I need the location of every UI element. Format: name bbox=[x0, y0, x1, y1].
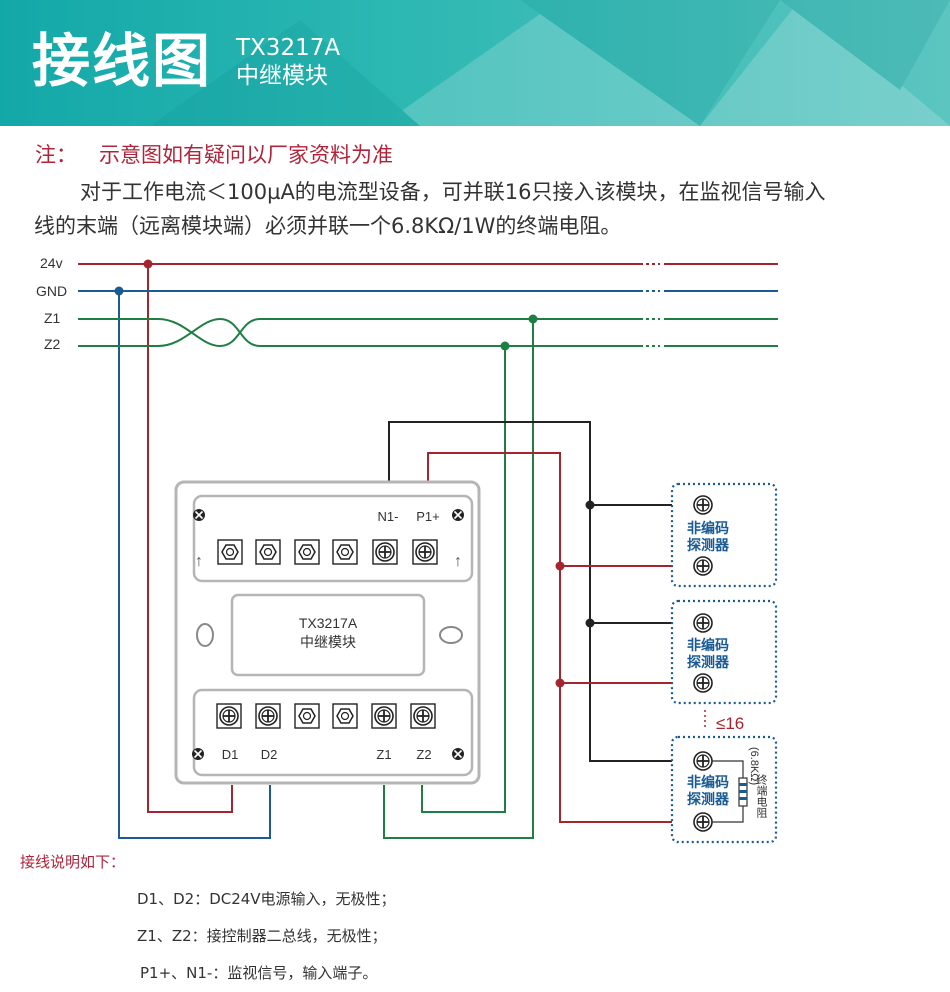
note: 注： 示意图如有疑问以厂家资料为准 bbox=[35, 141, 393, 169]
module-name-label: 中继模块 bbox=[300, 634, 356, 650]
mount-hole-right bbox=[439, 626, 463, 644]
junction-dot-gnd bbox=[114, 286, 124, 296]
detector-3: 非编码 探测器 (6.8KΩ) 终端电阻 bbox=[670, 735, 778, 844]
screw-icon bbox=[693, 751, 713, 771]
detector-1: 非编码 探测器 bbox=[670, 482, 778, 588]
wiring-item-power: D1、D2：DC24V电源输入，无极性； bbox=[137, 890, 396, 908]
wiring-diagram: 24v GND Z1 Z2 bbox=[36, 255, 778, 844]
wiring-item-bus: Z1、Z2：接控制器二总线，无极性； bbox=[137, 927, 387, 945]
wiring-item-signal: P1+、N1-：监视信号，输入端子。 bbox=[140, 964, 378, 982]
bus-label-gnd: GND bbox=[36, 283, 67, 299]
page-title: 接线图 bbox=[32, 27, 213, 95]
screw-icon bbox=[693, 495, 713, 515]
junction-dot-n1-1 bbox=[585, 500, 595, 510]
junction-dot-24v bbox=[143, 259, 153, 269]
detector-2: 非编码 探测器 bbox=[670, 599, 778, 705]
detector-label: 探测器 bbox=[687, 791, 730, 807]
resistor-value-label: (6.8KΩ) bbox=[748, 747, 760, 785]
bus-line-z1-z2 bbox=[78, 317, 778, 839]
detector-label: 探测器 bbox=[687, 654, 730, 670]
junction-dot-p1-2 bbox=[555, 678, 565, 688]
detector-label: 非编码 bbox=[687, 774, 729, 790]
wiring-title: 接线说明如下： bbox=[20, 853, 126, 871]
bus-label-z1: Z1 bbox=[44, 310, 61, 326]
detector-label: 非编码 bbox=[687, 520, 729, 536]
junction-dot-p1-1 bbox=[555, 561, 565, 571]
description-line-2: 线的末端（远离模块端）必须并联一个6.8KΩ/1W的终端电阻。 bbox=[34, 214, 622, 238]
detector-label: 探测器 bbox=[687, 537, 730, 553]
screw-icon bbox=[191, 747, 205, 761]
terminal-label-d2: D2 bbox=[261, 747, 278, 762]
module-model-label: TX3217A bbox=[299, 615, 358, 631]
terminal-label-n1: N1- bbox=[378, 509, 399, 524]
header-banner: 接线图 TX3217A 中继模块 bbox=[0, 0, 950, 126]
screw-icon bbox=[451, 508, 465, 522]
screw-icon bbox=[192, 508, 206, 522]
screw-icon bbox=[693, 556, 713, 576]
arrow-up-icon: ↑ bbox=[195, 553, 203, 570]
junction-dot-z2 bbox=[500, 341, 510, 351]
screw-icon bbox=[693, 613, 713, 633]
bus-line-24v bbox=[78, 263, 778, 813]
note-label: 注： bbox=[35, 143, 77, 167]
mount-hole-left bbox=[196, 623, 214, 647]
max-count-label: ≤16 bbox=[716, 714, 744, 733]
bus-line-gnd bbox=[78, 290, 778, 839]
bus-label-24v: 24v bbox=[40, 255, 63, 271]
relay-module: TX3217A 中继模块 N1- P1+ ↑ ↑ D1 bbox=[174, 480, 481, 785]
description-paragraph: 对于工作电流＜100µA的电流型设备，可并联16只接入该模块，在监视信号输入 线… bbox=[34, 175, 934, 243]
resistor-label: 终端电阻 bbox=[755, 773, 768, 819]
junction-dot-n1-2 bbox=[585, 618, 595, 628]
signal-wire-p1 bbox=[427, 452, 690, 823]
terminal-label-z1: Z1 bbox=[376, 747, 391, 762]
arrow-up-icon: ↑ bbox=[454, 553, 462, 570]
note-text: 示意图如有疑问以厂家资料为准 bbox=[99, 143, 393, 167]
junction-dot-z1 bbox=[528, 314, 538, 324]
bus-label-z2: Z2 bbox=[44, 336, 61, 352]
header-product-name: 中继模块 bbox=[236, 63, 328, 89]
header-decoration bbox=[150, 0, 950, 126]
description-line-1: 对于工作电流＜100µA的电流型设备，可并联16只接入该模块，在监视信号输入 bbox=[80, 180, 826, 204]
header-model: TX3217A bbox=[236, 35, 341, 61]
detector-label: 非编码 bbox=[687, 637, 729, 653]
screw-icon bbox=[693, 673, 713, 693]
screw-icon bbox=[693, 812, 713, 832]
terminal-label-z2: Z2 bbox=[416, 747, 431, 762]
screw-icon bbox=[451, 747, 465, 761]
terminal-label-d1: D1 bbox=[222, 747, 239, 762]
terminal-label-p1: P1+ bbox=[416, 509, 440, 524]
